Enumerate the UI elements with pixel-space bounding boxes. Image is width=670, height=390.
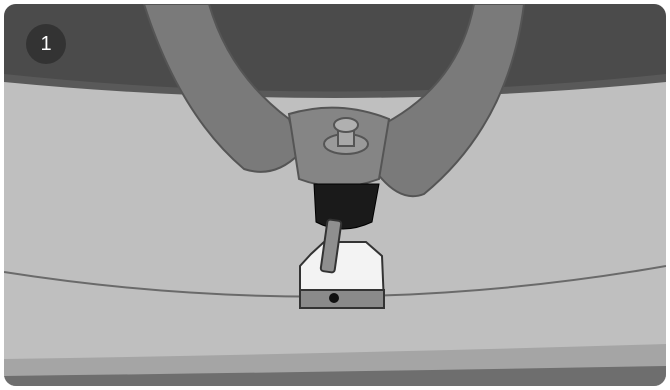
tpms-installation-illustration [4, 4, 666, 386]
pivot-bolt-head [334, 118, 358, 132]
wheel-rim [4, 4, 666, 94]
step-number-badge: 1 [26, 24, 66, 64]
illustration-frame: 1 [4, 4, 666, 386]
valve-grip [314, 184, 379, 229]
sensor-hole [329, 293, 339, 303]
sensor-base [300, 290, 384, 308]
